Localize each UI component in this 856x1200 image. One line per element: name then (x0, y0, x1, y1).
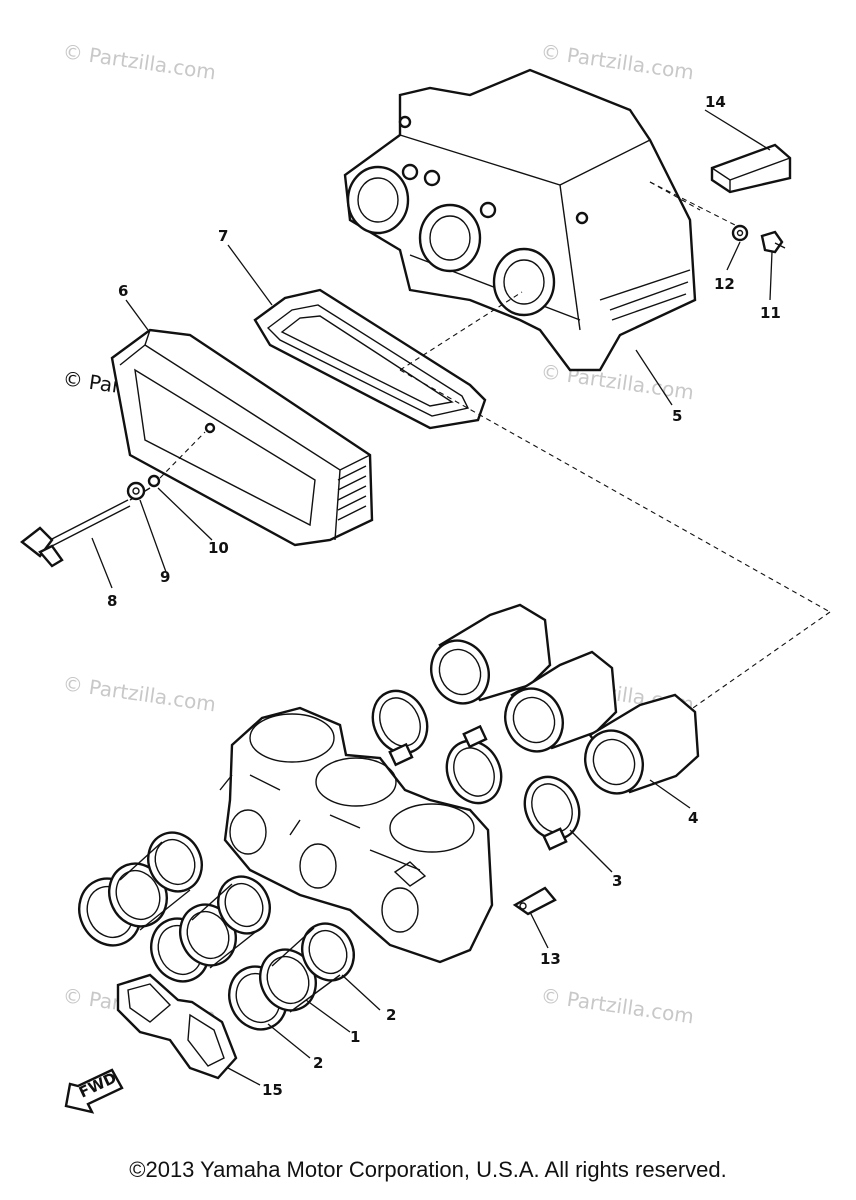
hose-clamps (371, 689, 581, 851)
watermark: © Partzilla.com (539, 39, 695, 84)
callout-8: 8 (107, 592, 117, 610)
gasket (116, 973, 238, 1080)
fwd-arrow: FWD (64, 1068, 124, 1114)
air-cleaner-joints (430, 603, 700, 795)
watermark: © Partzilla.com (539, 983, 695, 1028)
callout-2: 2 (386, 1006, 396, 1024)
callout-7: 7 (218, 227, 228, 245)
callout-6: 6 (118, 282, 128, 300)
callout-13: 13 (540, 950, 561, 968)
callout-2: 2 (313, 1054, 323, 1072)
pad (710, 143, 792, 194)
watermark: © Partzilla.com (61, 671, 217, 716)
callout-15: 15 (262, 1081, 283, 1099)
callout-11: 11 (760, 304, 781, 322)
callout-9: 9 (160, 568, 170, 586)
callout-1: 1 (350, 1028, 360, 1046)
air-box-case (343, 68, 697, 372)
callout-14: 14 (705, 93, 726, 111)
wing-bolt-assembly (20, 431, 206, 568)
air-box-cover (110, 328, 374, 547)
callout-12: 12 (714, 275, 735, 293)
bracket (512, 886, 557, 916)
leader-lines (91, 109, 773, 1086)
carburetor-joints (78, 831, 355, 1031)
copyright-notice: ©2013 Yamaha Motor Corporation, U.S.A. A… (129, 1157, 727, 1182)
callout-3: 3 (612, 872, 622, 890)
carburetor-assembly (219, 706, 494, 964)
screw-and-washer (731, 224, 786, 254)
callout-5: 5 (672, 407, 682, 425)
watermark: © Partzilla.com (539, 359, 695, 404)
alignment-lines (399, 181, 831, 711)
callout-4: 4 (688, 809, 698, 827)
callout-labels: 1 2 2 3 4 5 6 7 8 9 10 11 12 13 14 15 (107, 93, 781, 1099)
callout-10: 10 (208, 539, 229, 557)
air-filter-element (253, 288, 487, 430)
watermark: © Partzilla.com (61, 39, 217, 84)
